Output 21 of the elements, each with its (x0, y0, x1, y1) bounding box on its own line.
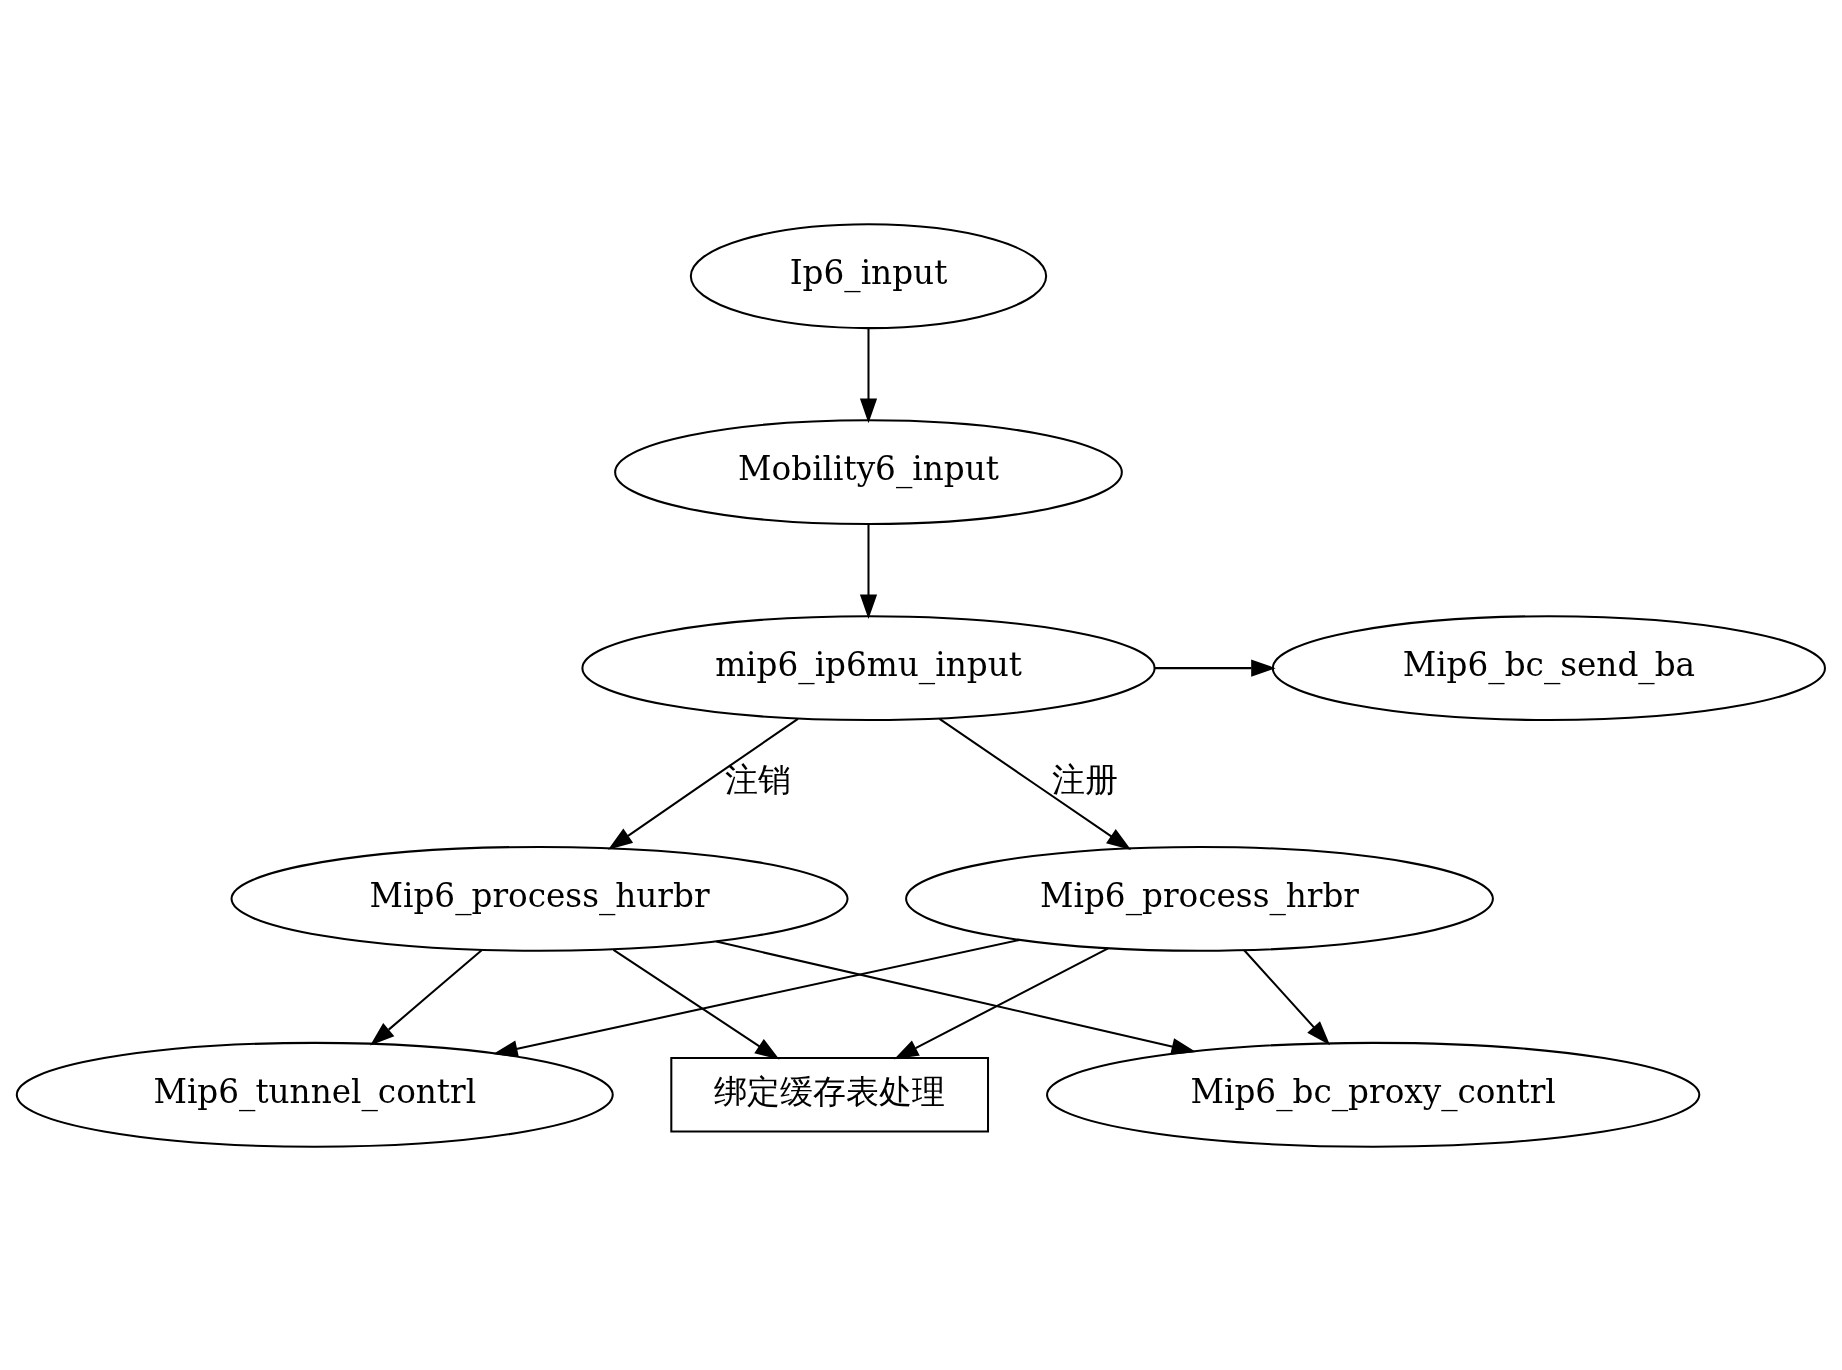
arrow (1154, 659, 1276, 677)
arrow (859, 328, 878, 423)
node-ellipse: Mobility6_input (614, 418, 1123, 525)
arrow (1243, 949, 1331, 1045)
arrow (493, 938, 1020, 1057)
edge-label: 注销 (725, 760, 792, 799)
node-box: 绑定缓存表处理 (670, 1056, 990, 1133)
edge-label: 注册 (1052, 760, 1119, 799)
node-ellipse: Ip6_input (689, 222, 1048, 329)
node-ellipse: Mip6_process_hrbr (905, 845, 1494, 952)
arrow (716, 940, 1197, 1055)
node-ellipse: Mip6_process_hurbr (230, 845, 849, 952)
node-ellipse: mip6_ip6mu_input (581, 614, 1156, 721)
arrow (894, 946, 1109, 1059)
arrow (859, 524, 878, 619)
arrow (370, 949, 483, 1046)
node-ellipse: Mip6_bc_send_ba (1271, 614, 1826, 721)
arrow (612, 948, 780, 1060)
arrow (938, 717, 1132, 850)
node-ellipse: Mip6_bc_proxy_contrl (1046, 1041, 1701, 1148)
arrow (608, 717, 799, 850)
